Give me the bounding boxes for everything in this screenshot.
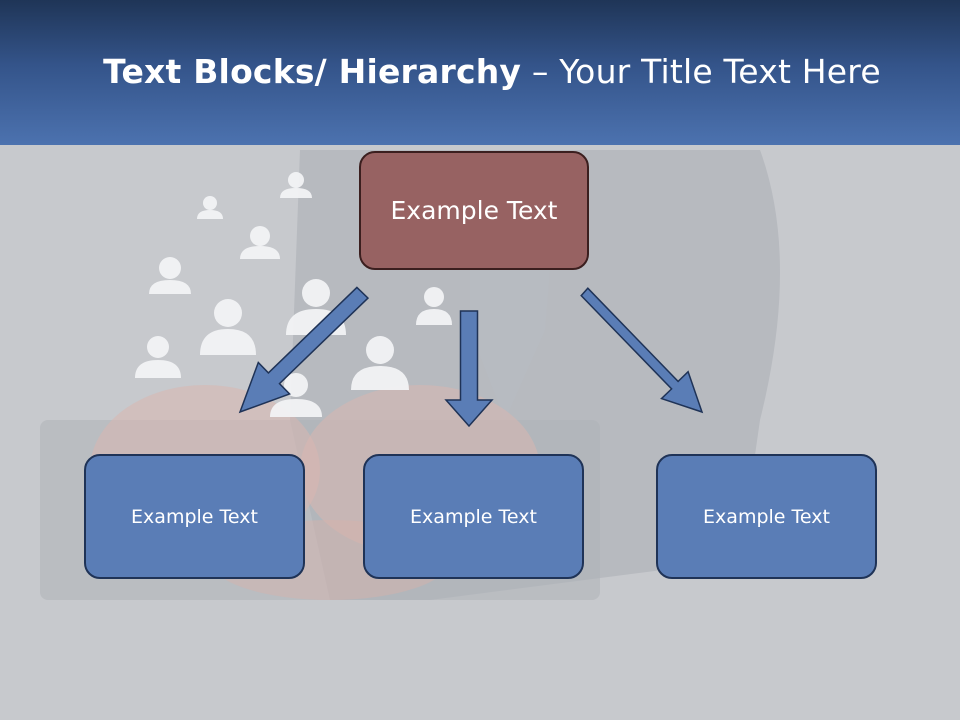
title-bar: Text Blocks/ Hierarchy – Your Title Text… xyxy=(0,0,960,145)
arrow-right xyxy=(580,287,704,414)
slide-title-bold: Text Blocks/ Hierarchy xyxy=(103,52,522,91)
root-node: Example Text xyxy=(359,151,589,270)
root-node-label: Example Text xyxy=(390,196,558,225)
child-node-3: Example Text xyxy=(656,454,877,579)
child-node-label: Example Text xyxy=(410,505,537,528)
arrow-left xyxy=(238,286,370,414)
arrow-center xyxy=(444,310,494,428)
child-node-label: Example Text xyxy=(703,505,830,528)
child-node-1: Example Text xyxy=(84,454,305,579)
child-node-2: Example Text xyxy=(363,454,584,579)
slide-title-rest: – Your Title Text Here xyxy=(521,52,881,91)
child-node-label: Example Text xyxy=(131,505,258,528)
slide-title: Text Blocks/ Hierarchy – Your Title Text… xyxy=(0,52,960,91)
